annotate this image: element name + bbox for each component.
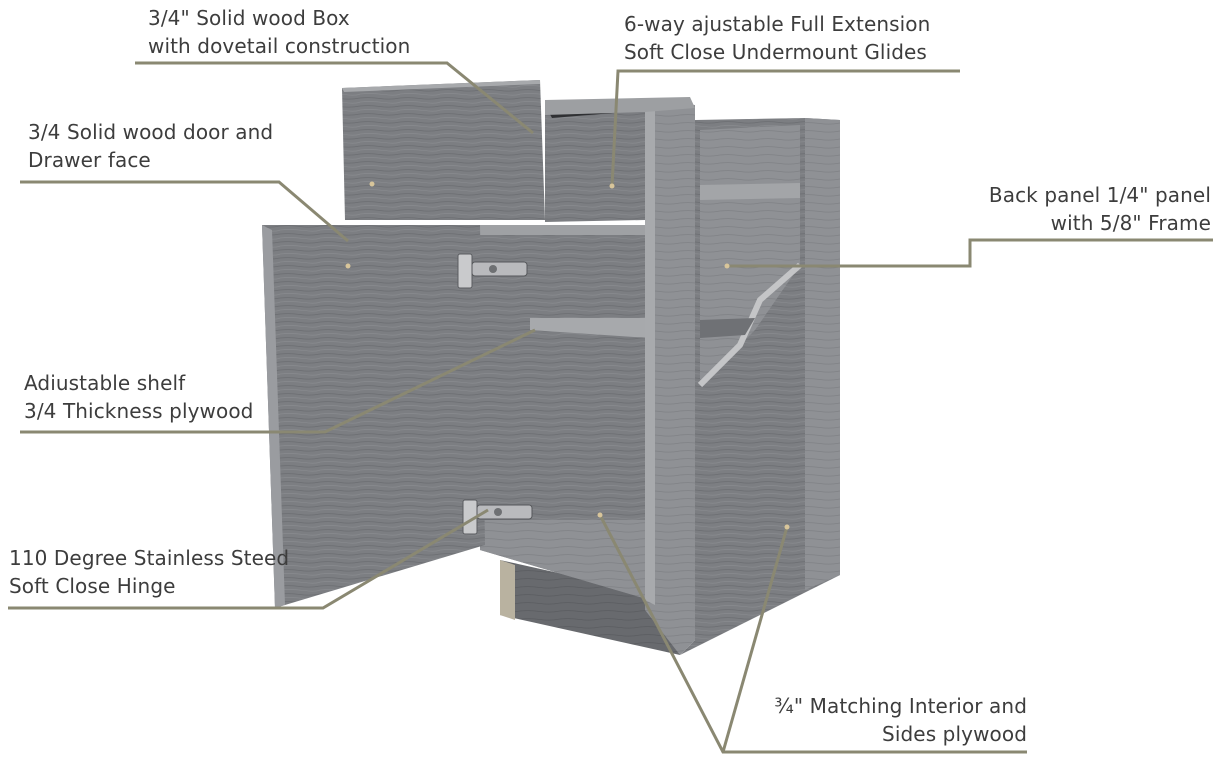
toe-kick [500, 560, 680, 655]
leader-hinge [8, 508, 489, 610]
callout-interior: ¾" Matching Interior and Sides plywood [774, 692, 1027, 748]
callout-door-face: 3/4 Solid wood door and Drawer face [28, 118, 273, 174]
leader-interior-2 [721, 526, 789, 753]
callout-shelf-line2: 3/4 Thickness plywood [24, 399, 254, 423]
cabinet-door [262, 225, 485, 608]
callout-door-face-line1: 3/4 Solid wood door and [28, 120, 274, 144]
leader-shelf [20, 328, 536, 434]
callout-solid-box-line2: with dovetail construction [148, 34, 411, 58]
center-upright [645, 100, 695, 655]
callout-interior-line2: Sides plywood [882, 722, 1027, 746]
callout-glides-line1: 6-way ajustable Full Extension [624, 12, 931, 36]
leader-door-face [20, 180, 349, 243]
callout-hinge-line2: Soft Close Hinge [9, 574, 176, 598]
callout-interior-line1: ¾" Matching Interior and [774, 694, 1027, 718]
cabinet-interior [480, 225, 650, 600]
anchor-dots [345, 181, 790, 530]
leader-solid-box [135, 61, 534, 135]
callout-door-face-line2: Drawer face [28, 148, 151, 172]
upper-hinge [457, 253, 528, 289]
leader-back-panel [727, 238, 1213, 268]
callout-solid-box: 3/4" Solid wood Box with dovetail constr… [148, 4, 410, 60]
callout-glides: 6-way ajustable Full Extension Soft Clos… [624, 10, 930, 66]
leader-lines [8, 61, 1213, 754]
callout-solid-box-line1: 3/4" Solid wood Box [148, 6, 350, 30]
callout-glides-line2: Soft Close Undermount Glides [624, 40, 927, 64]
drawer-box [545, 97, 695, 222]
callout-hinge-line1: 110 Degree Stainless Steed [9, 546, 290, 570]
drawer-face [342, 80, 545, 220]
callout-back-panel-line2: with 5/8" Frame [1050, 211, 1211, 235]
callout-shelf: Adiustable shelf 3/4 Thickness plywood [24, 369, 253, 425]
callout-hinge: 110 Degree Stainless Steed Soft Close Hi… [9, 544, 289, 600]
back-panel [697, 125, 802, 388]
adjustable-shelf [530, 318, 650, 338]
callout-back-panel: Back panel 1/4" panel with 5/8" Frame [989, 181, 1211, 237]
callout-back-panel-line1: Back panel 1/4" panel [988, 183, 1211, 207]
callout-shelf-line1: Adiustable shelf [24, 371, 186, 395]
leader-glides [610, 69, 960, 187]
